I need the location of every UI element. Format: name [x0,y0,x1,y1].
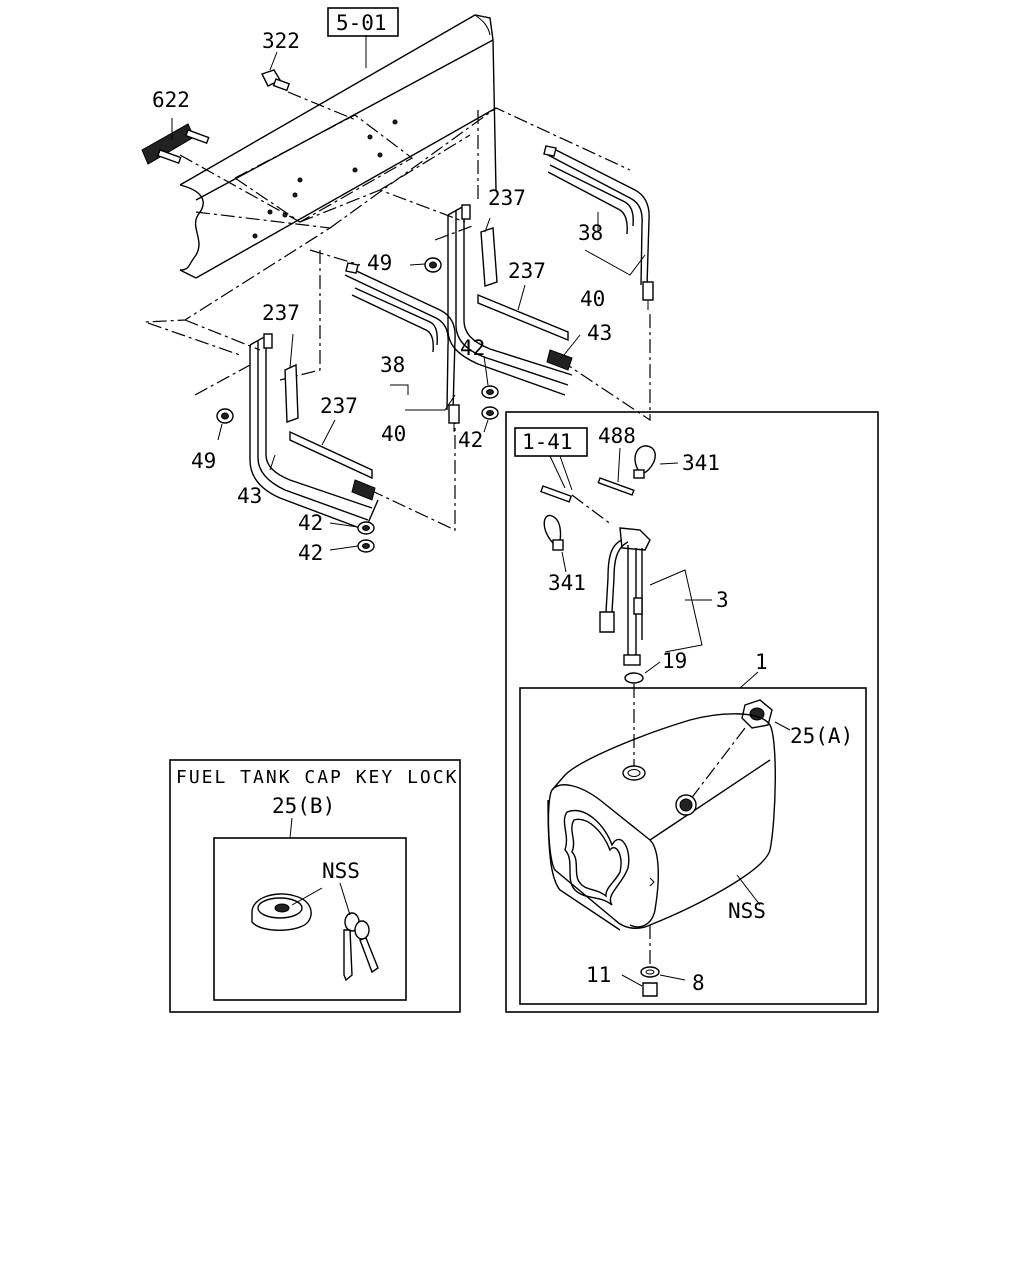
callout-42: 42 [298,541,323,565]
callout-25a: 25(A) [790,724,853,748]
callout-nss-tank: NSS [728,899,766,923]
ref-box-1-41 [514,427,588,457]
inset-key-lock [169,759,461,1013]
callout-488: 488 [598,424,636,448]
callout-237: 237 [320,394,358,418]
ref-box-5-01 [327,7,399,37]
callout-19: 19 [662,649,687,673]
callout-nss-keys: NSS [322,859,360,883]
callout-49: 49 [191,449,216,473]
inset-title: FUEL TANK CAP KEY LOCK [176,767,458,788]
callout-25b: 25(B) [272,794,335,818]
sender-unit-3 [599,527,651,666]
strap-40-right [543,145,654,310]
nuts [216,257,499,553]
callout-3: 3 [716,588,729,612]
callout-40: 40 [580,287,605,311]
leader-lines-top [217,35,646,551]
callout-11: 11 [586,963,611,987]
callout-42: 42 [458,428,483,452]
fuel-tank [547,713,776,931]
bracket-43-left [249,333,379,531]
callout-8: 8 [692,971,705,995]
callout-341: 341 [548,571,586,595]
callout-341: 341 [682,451,720,475]
bracket-43-right [447,204,573,396]
callout-42: 42 [460,336,485,360]
callout-42: 42 [298,511,323,535]
callout-237: 237 [262,301,300,325]
callout-ref-5-01: 5-01 [336,11,387,35]
callout-43: 43 [237,484,262,508]
bolt-322 [261,51,291,92]
tank-section [505,411,879,1013]
callout-622: 622 [152,88,190,112]
callout-38: 38 [578,221,603,245]
mounting-outlines [144,91,651,531]
callout-49: 49 [367,251,392,275]
callout-237: 237 [488,186,526,210]
plate-622 [141,118,210,165]
strap-40-left [344,262,460,432]
clip-341-left [543,514,564,551]
fuel-cap-25a [741,699,773,729]
callout-43: 43 [587,321,612,345]
callout-1: 1 [755,650,768,674]
callout-38: 38 [380,353,405,377]
callout-ref-1-41: 1-41 [522,430,573,454]
clip-341-top [633,445,656,479]
callout-40: 40 [381,422,406,446]
callout-322: 322 [262,29,300,53]
frame-rail [179,14,497,279]
keys-icon [343,912,379,982]
callout-237: 237 [508,259,546,283]
